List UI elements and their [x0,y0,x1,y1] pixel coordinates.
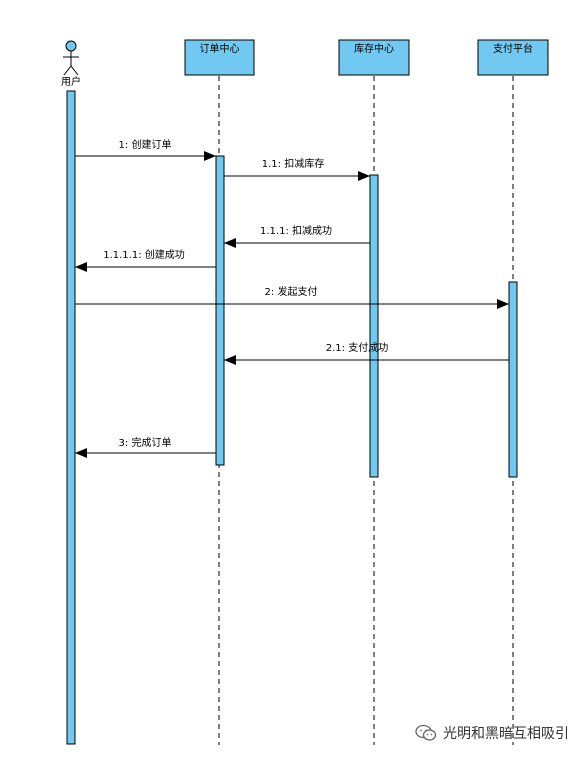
stock-header-label: 库存中心 [354,42,394,55]
pay-activation [508,281,518,478]
user-actor-icon [63,40,79,76]
pay-header-label: 支付平台 [493,42,533,55]
user-activation [66,90,76,745]
order-header-box [184,39,255,76]
watermark-text: 光明和黑暗互相吸引 [443,726,569,742]
msg-create-success-label: 1.1.1.1: 创建成功 [103,248,185,261]
stock-header-box [338,39,410,76]
watermark: 光明和黑暗互相吸引 [415,723,569,743]
pay-header-box [477,39,549,76]
msg-deduct-stock-label: 1.1: 扣减库存 [262,157,324,170]
msg-complete-order-label: 3: 完成订单 [119,436,172,449]
order-header-label: 订单中心 [200,42,240,55]
user-actor-label: 用户 [61,75,81,88]
order-activation [215,155,225,466]
msg-deduct-success-label: 1.1.1: 扣减成功 [260,224,332,237]
stock-activation [369,174,379,478]
wechat-icon [415,724,437,742]
msg-initiate-payment-label: 2: 发起支付 [265,285,318,298]
msg-create-order-label: 1: 创建订单 [119,138,172,151]
msg-payment-success-label: 2.1: 支付成功 [326,341,388,354]
